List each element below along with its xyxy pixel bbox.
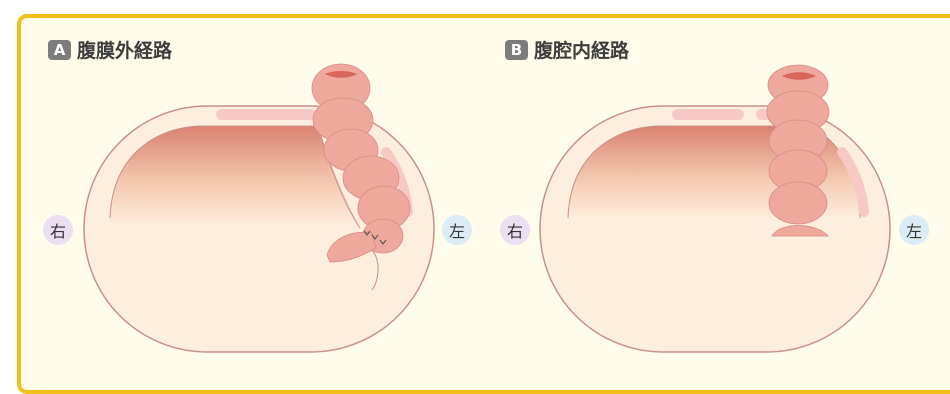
panel-a-right-side-label: 右 [43,215,73,245]
peritoneum-top-a [216,109,316,120]
panel-b-left-side-label: 左 [899,215,929,245]
panel-b-title: B 腹腔内経路 [505,36,629,63]
panel-b-title-text: 腹腔内経路 [534,36,629,63]
panel-a-badge: A [48,40,71,60]
panel-a-title-text: 腹膜外経路 [77,36,172,63]
panel-a-illustration [84,64,434,352]
panel-b-badge: B [505,40,528,60]
panel-b-right-side-label: 右 [500,215,530,245]
panel-a-left-side-label: 左 [442,215,472,245]
panel-a-title: A 腹膜外経路 [48,36,172,63]
colon-b [767,65,829,236]
panel-b-illustration [540,65,890,352]
peritoneum-top-b [672,109,744,120]
